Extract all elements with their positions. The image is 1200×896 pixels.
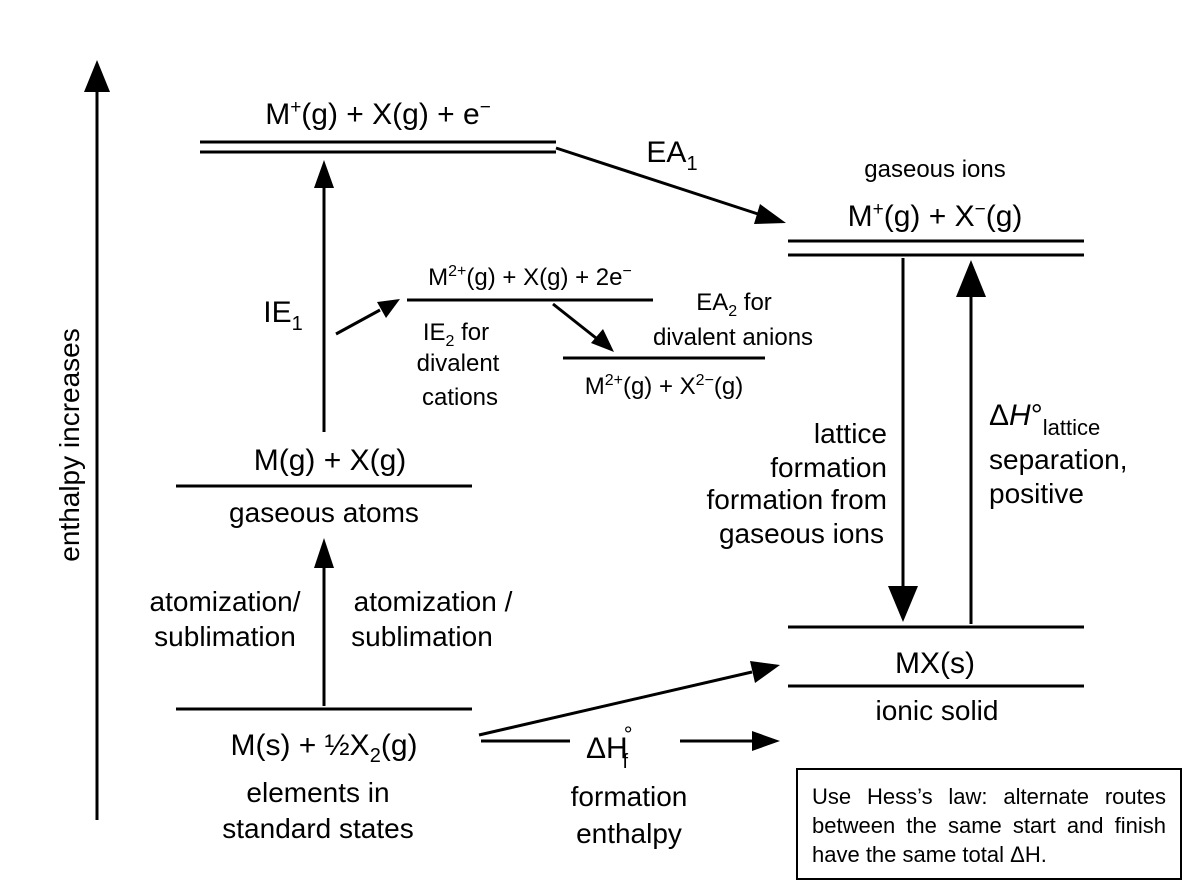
ionic-solid-caption: ionic solid xyxy=(876,695,999,726)
atomization-left-label: atomization/ sublimation xyxy=(150,586,301,652)
formation-enthalpy-symbol: ΔH°f xyxy=(586,722,633,773)
ea2-label: EA2 for divalent anions xyxy=(653,289,813,351)
level-ionic-solid: MX(s) ionic solid xyxy=(788,625,1084,726)
gaseous-ions-caption: gaseous ions xyxy=(864,156,1005,183)
atomization-left-line2: sublimation xyxy=(154,621,296,652)
arrow-lattice-separation xyxy=(956,260,986,624)
enthalpy-axis-label: enthalpy increases xyxy=(54,328,85,561)
hess-law-note: Use Hess’s law: alternate routes between… xyxy=(796,768,1182,880)
atomization-left-line1: atomization/ xyxy=(150,586,301,617)
level-gaseous-atoms: M(g) + X(g) gaseous atoms xyxy=(176,444,472,528)
arrow-ie1 xyxy=(314,160,334,432)
ea2-label-line1: EA2 for xyxy=(696,289,772,320)
elements-caption-line1: elements in xyxy=(246,777,389,808)
lattice-enthalpy-symbol: ΔH°lattice xyxy=(989,399,1100,440)
ea2-label-line2: divalent anions xyxy=(653,324,813,351)
formation-enthalpy-line2: formation xyxy=(571,781,688,812)
lattice-separation-line3: positive xyxy=(989,478,1084,509)
arrow-ie2 xyxy=(335,299,400,336)
level-divalent-cation: M2+(g) + X(g) + 2e− xyxy=(407,263,653,302)
ea1-label: EA1 xyxy=(646,136,697,175)
formation-enthalpy-line3: enthalpy xyxy=(576,818,682,849)
divalent-cation-formula: M2+(g) + X(g) + 2e− xyxy=(428,263,632,291)
level-gaseous-ions: gaseous ions M+(g) + X−(g) xyxy=(788,156,1084,257)
level-ions-top: M+(g) + X(g) + e− xyxy=(200,97,556,154)
arrow-ea2 xyxy=(552,302,614,352)
lattice-formation-label: lattice formation formation from gaseous… xyxy=(707,418,888,549)
arrow-formation-route xyxy=(478,661,780,737)
arrow-lattice-formation xyxy=(888,258,918,622)
lattice-formation-line3: formation from xyxy=(707,484,888,515)
gaseous-atoms-formula: M(g) + X(g) xyxy=(254,444,407,477)
elements-caption-line2: standard states xyxy=(222,813,413,844)
gaseous-ions-formula: M+(g) + X−(g) xyxy=(848,199,1023,233)
atomization-right-line1: atomization / xyxy=(354,586,513,617)
ie2-label-line1: IE2 for xyxy=(423,319,489,350)
ie1-label: IE1 xyxy=(263,296,302,335)
atomization-right-line2: sublimation xyxy=(351,621,493,652)
lattice-formation-line4: gaseous ions xyxy=(719,518,884,549)
ionic-solid-formula: MX(s) xyxy=(895,647,975,680)
elements-formula: M(s) + ½X2(g) xyxy=(231,729,418,767)
level-divalent-ions: M2+(g) + X2−(g) xyxy=(563,356,765,400)
lattice-formation-line1: lattice xyxy=(814,418,887,449)
enthalpy-axis: enthalpy increases xyxy=(54,60,110,820)
lattice-separation-label: ΔH°lattice separation, positive xyxy=(989,399,1128,509)
arrow-formation-enthalpy xyxy=(481,731,780,751)
ie2-label-line2: divalent xyxy=(417,350,500,377)
formation-enthalpy-label: ΔH°f formation enthalpy xyxy=(571,722,688,849)
ie2-label-line3: cations xyxy=(422,384,498,411)
divalent-ions-formula: M2+(g) + X2−(g) xyxy=(585,372,744,400)
atomization-right-label: atomization / sublimation xyxy=(351,586,512,652)
hess-law-note-text: Use Hess’s law: alternate routes between… xyxy=(812,784,1166,867)
arrow-ea1 xyxy=(555,146,786,224)
level-elements: M(s) + ½X2(g) elements in standard state… xyxy=(176,707,472,844)
arrow-atomization xyxy=(314,538,334,706)
level-ions-top-formula: M+(g) + X(g) + e− xyxy=(265,97,491,131)
ie2-label: IE2 for divalent cations xyxy=(417,319,500,411)
lattice-separation-line2: separation, xyxy=(989,444,1128,475)
lattice-formation-line2: formation xyxy=(770,452,887,483)
gaseous-atoms-caption: gaseous atoms xyxy=(229,497,419,528)
